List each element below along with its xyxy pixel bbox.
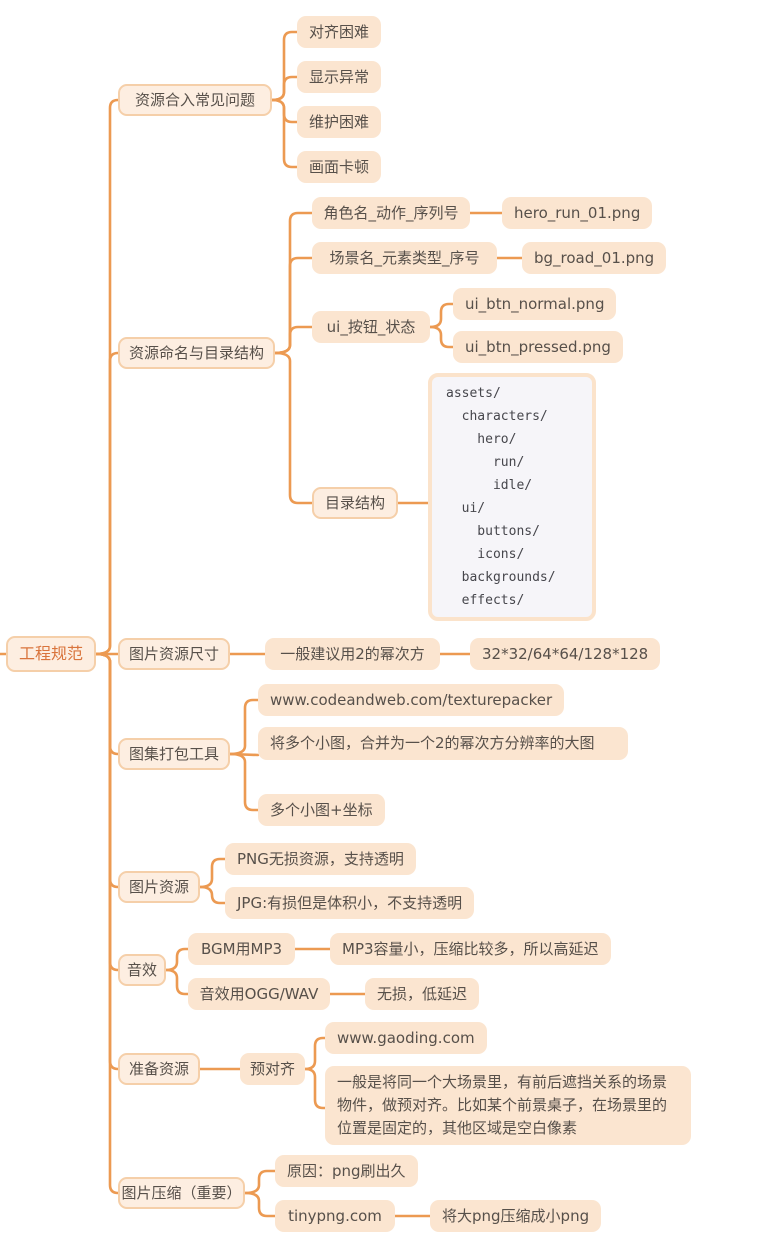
- node-ui-btn-pressed[interactable]: ui_btn_pressed.png: [453, 331, 623, 363]
- node-jpg-lossy[interactable]: JPG:有损但是体积小，不支持透明: [225, 887, 475, 919]
- node-naming-and-structure[interactable]: 资源命名与目录结构: [118, 337, 275, 369]
- node-directory-structure[interactable]: 目录结构: [312, 487, 398, 519]
- node-display-abnormal[interactable]: 显示异常: [297, 61, 382, 93]
- node-compress-desc[interactable]: 将大png压缩成小png: [430, 1200, 602, 1232]
- node-scene-naming[interactable]: 场景名_元素类型_序号: [312, 242, 497, 274]
- node-prepare-resource[interactable]: 准备资源: [118, 1053, 200, 1085]
- node-sound[interactable]: 音效: [118, 954, 166, 986]
- node-image-size[interactable]: 图片资源尺寸: [118, 638, 230, 670]
- node-bgm-mp3[interactable]: BGM用MP3: [188, 933, 295, 965]
- node-image-compression[interactable]: 图片压缩（重要）: [118, 1177, 245, 1209]
- node-pre-align[interactable]: 预对齐: [240, 1053, 305, 1085]
- node-bg-road-example[interactable]: bg_road_01.png: [522, 242, 667, 274]
- node-ui-button-state[interactable]: ui_按钮_状态: [312, 311, 430, 343]
- directory-tree-code-block[interactable]: assets/ characters/ hero/ run/ idle/ ui/…: [428, 373, 596, 621]
- node-png-lossless[interactable]: PNG无损资源，支持透明: [225, 843, 416, 875]
- node-size-examples[interactable]: 32*32/64*64/128*128: [470, 638, 661, 670]
- node-character-naming[interactable]: 角色名_动作_序列号: [312, 197, 470, 229]
- node-image-resource[interactable]: 图片资源: [118, 871, 200, 903]
- node-sfx-ogg-wav[interactable]: 音效用OGG/WAV: [188, 978, 330, 1010]
- node-maintain-difficulty[interactable]: 维护困难: [297, 106, 382, 138]
- node-merge-common-issues[interactable]: 资源合入常见问题: [118, 84, 272, 116]
- node-atlas-merge-desc[interactable]: 将多个小图，合并为一个2的幂次方分辨率的大图: [258, 727, 628, 760]
- node-compression-reason[interactable]: 原因：png刷出久: [275, 1155, 418, 1187]
- node-align-difficulty[interactable]: 对齐困难: [297, 16, 382, 48]
- node-ui-btn-normal[interactable]: ui_btn_normal.png: [453, 288, 617, 320]
- node-texturepacker-url[interactable]: www.codeandweb.com/texturepacker: [258, 684, 565, 716]
- node-pre-align-desc[interactable]: 一般是将同一个大场景里，有前后遮挡关系的场景物件，做预对齐。比如某个前景桌子，在…: [325, 1066, 691, 1145]
- node-atlas-pack-tool[interactable]: 图集打包工具: [118, 738, 230, 770]
- node-frame-lag[interactable]: 画面卡顿: [297, 151, 382, 183]
- node-root[interactable]: 工程规范: [6, 636, 96, 672]
- node-hero-run-example[interactable]: hero_run_01.png: [502, 197, 653, 229]
- node-mp3-desc[interactable]: MP3容量小，压缩比较多，所以高延迟: [330, 933, 611, 965]
- node-power-of-two[interactable]: 一般建议用2的幂次方: [265, 638, 440, 670]
- node-small-images-coords[interactable]: 多个小图+坐标: [258, 794, 385, 826]
- node-tinypng-url[interactable]: tinypng.com: [275, 1200, 395, 1232]
- node-gaoding-url[interactable]: www.gaoding.com: [325, 1022, 487, 1054]
- node-lossless-low-latency[interactable]: 无损，低延迟: [365, 978, 480, 1010]
